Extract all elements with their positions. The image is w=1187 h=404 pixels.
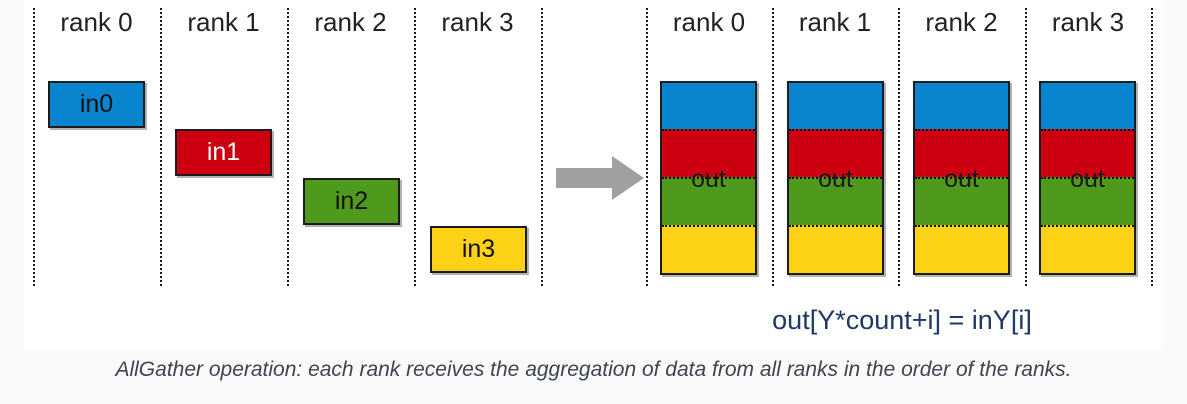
output-rank-divider-1 [772,8,774,286]
input-rank-label-3: rank 3 [441,7,514,37]
output-segment-in3 [789,225,882,273]
formula: out[Y*count+i] = inY[i] [772,305,1032,335]
output-segment-in3 [915,225,1008,273]
output-bar-rank-1 [787,81,884,275]
input-rank-divider-4 [541,8,543,286]
output-segment-in0 [789,83,882,129]
input-rank-label-0: rank 0 [60,7,133,37]
output-segment-in1 [915,129,1008,177]
output-segment-in2 [789,177,882,225]
input-rank-label-2: rank 2 [314,7,387,37]
output-segment-in1 [1041,129,1134,177]
output-segment-in1 [789,129,882,177]
input-rank-divider-0 [33,8,35,286]
output-rank-divider-0 [646,8,648,286]
output-segment-in2 [1041,177,1134,225]
right-arrow-icon [556,156,644,200]
output-rank-divider-2 [898,8,900,286]
input-rank-divider-3 [414,8,416,286]
input-block-in0: in0 [48,81,145,128]
input-rank-divider-2 [287,8,289,286]
caption: AllGather operation: each rank receives … [115,358,1072,381]
input-block-in1: in1 [175,129,272,176]
output-segment-in3 [1041,225,1134,273]
output-segment-in0 [662,83,755,129]
input-block-label: in0 [79,90,114,118]
output-segment-in2 [915,177,1008,225]
output-rank-divider-3 [1025,8,1027,286]
output-rank-label-1: rank 1 [798,7,872,37]
input-rank-divider-1 [160,8,162,286]
output-segment-in2 [662,177,755,225]
output-rank-label-3: rank 3 [1051,7,1125,37]
input-rank-label-1: rank 1 [187,7,260,37]
output-segment-in0 [1041,83,1134,129]
output-rank-divider-4 [1151,8,1153,286]
output-segment-in0 [915,83,1008,129]
output-bar-rank-0 [660,81,757,275]
output-segment-in3 [662,225,755,273]
input-block-in3: in3 [430,226,527,273]
output-bar-rank-3 [1039,81,1136,275]
output-bar-rank-2 [913,81,1010,275]
output-rank-label-2: rank 2 [925,7,998,37]
input-block-label: in3 [461,235,496,263]
input-block-label: in1 [206,138,241,166]
output-rank-label-0: rank 0 [672,7,746,37]
output-segment-in1 [662,129,755,177]
input-block-in2: in2 [303,178,400,225]
input-block-label: in2 [334,187,369,215]
